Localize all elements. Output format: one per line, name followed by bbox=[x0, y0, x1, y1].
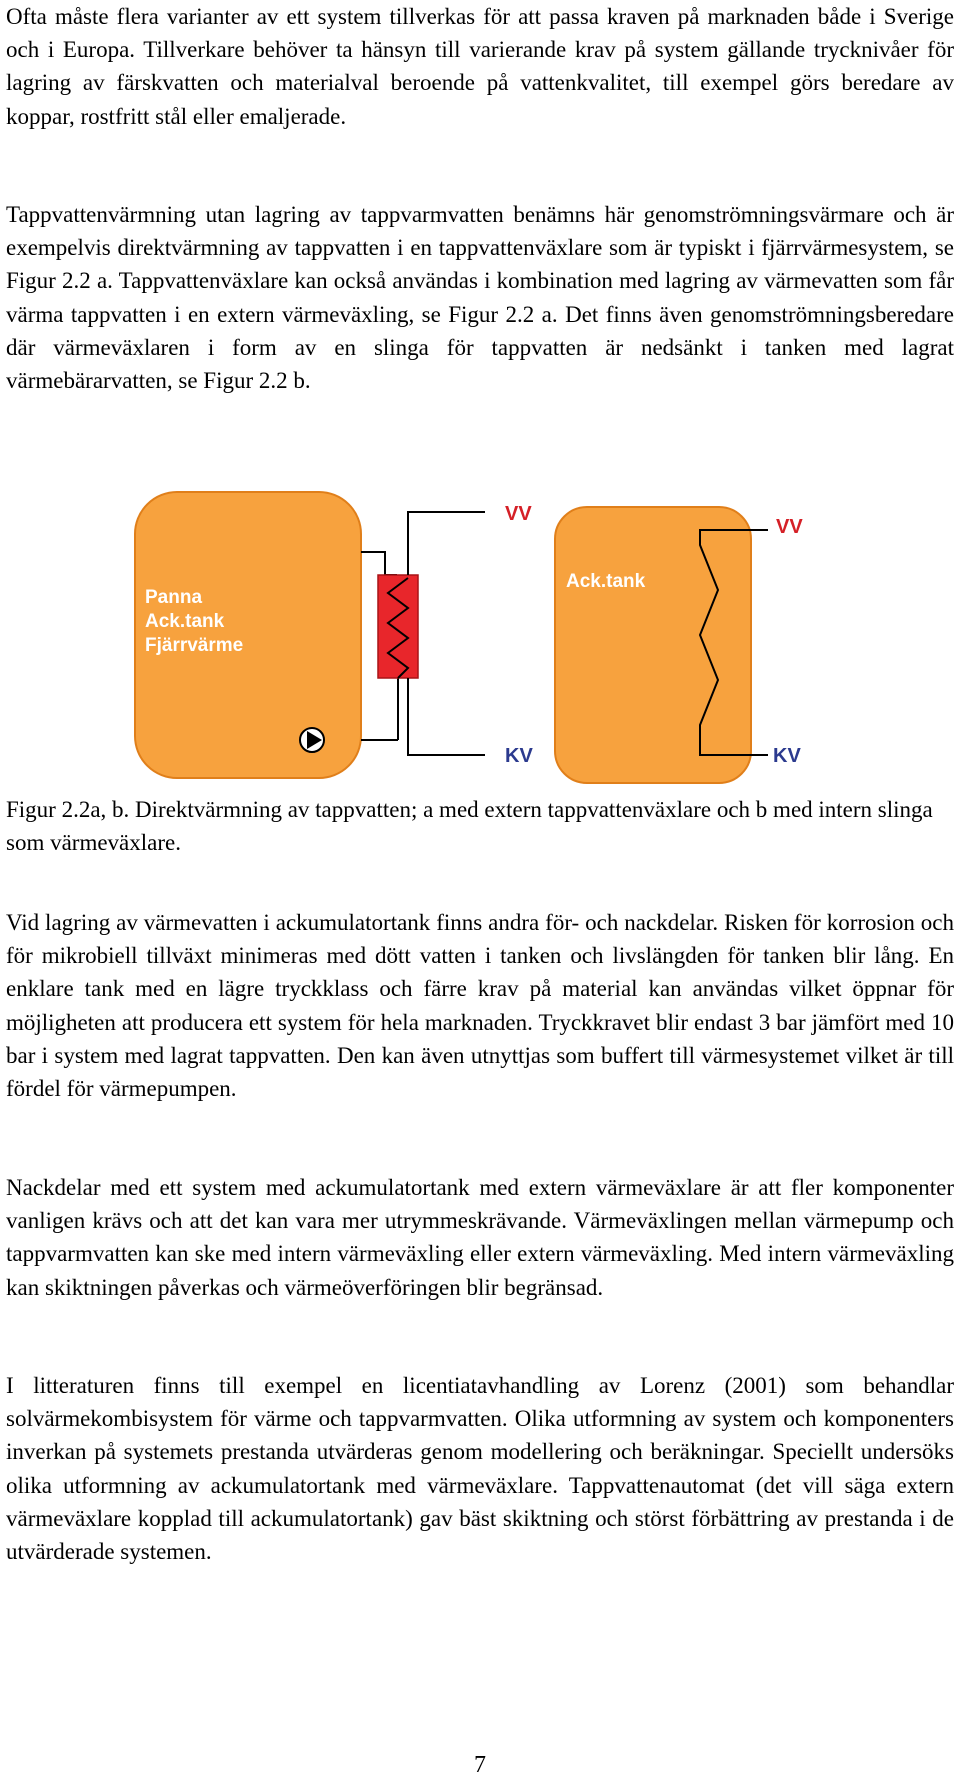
primary-supply-line bbox=[361, 551, 397, 576]
hot-water-line-a bbox=[407, 511, 485, 575]
heat-exchanger-coil bbox=[386, 577, 410, 679]
paragraph-2: Tappvattenvärmning utan lagring av tappv… bbox=[6, 202, 954, 394]
page-number: 7 bbox=[474, 1752, 486, 1778]
tank-b bbox=[554, 506, 752, 784]
heat-exchanger bbox=[377, 574, 419, 679]
tank-a-label-panna: Panna bbox=[145, 587, 202, 608]
paragraph-1: Ofta måste flera varianter av ett system… bbox=[6, 4, 954, 129]
internal-coil bbox=[698, 529, 753, 756]
paragraph-4: Nackdelar med ett system med ackumulator… bbox=[6, 1175, 954, 1300]
pump-icon bbox=[299, 727, 325, 753]
vv-label-b: VV bbox=[776, 516, 803, 538]
tank-b-label: Ack.tank bbox=[566, 571, 646, 592]
paragraph-5: I litteraturen finns till exempel en lic… bbox=[6, 1373, 954, 1565]
figure-2-2: Panna Ack.tank Fjärrvärme VV KV Ack.tank… bbox=[134, 491, 803, 784]
tank-a bbox=[134, 491, 362, 779]
tank-a-label-fjarrvarme: Fjärrvärme bbox=[145, 635, 243, 656]
paragraph-3: Vid lagring av värmevatten i ackumulator… bbox=[6, 910, 954, 1102]
cold-water-line-a bbox=[407, 678, 485, 756]
kv-label-a: KV bbox=[505, 745, 533, 767]
figure-caption: Figur 2.2a, b. Direktvärmning av tappvat… bbox=[6, 797, 933, 856]
kv-label-b: KV bbox=[773, 745, 801, 767]
tank-a-label-acktank: Ack.tank bbox=[145, 611, 225, 632]
vv-label-a: VV bbox=[505, 503, 532, 525]
